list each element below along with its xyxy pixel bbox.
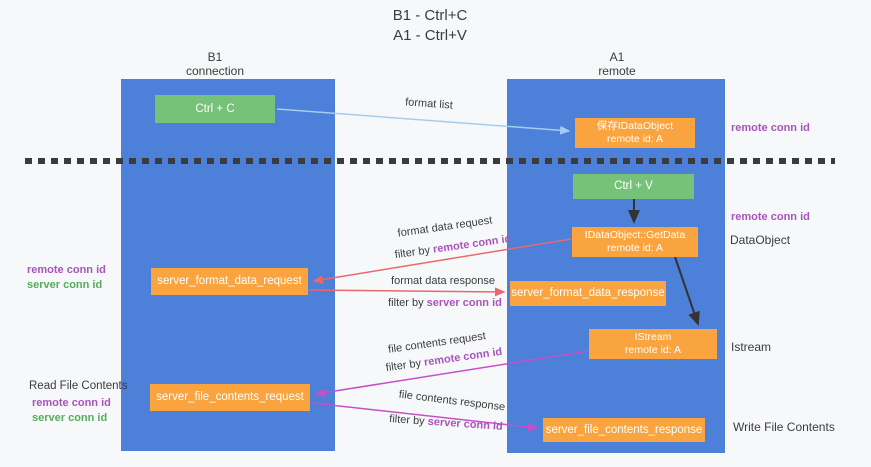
- arrow-format-data-response: [308, 287, 506, 297]
- node-server-format-data-response: server_format_data_response: [510, 281, 666, 306]
- node-istream-line1: IStream: [634, 331, 672, 343]
- label-remote-conn-id-left-bottom: remote conn id: [32, 397, 111, 409]
- node-ctrl-v-label: Ctrl + V: [614, 180, 653, 192]
- diagram-title: B1 - Ctrl+C A1 - Ctrl+V: [310, 6, 550, 46]
- edge-label-format-data-response-filter: filter by server conn id: [388, 297, 502, 309]
- node-save-idataobject-line1: 保存IDataObject: [596, 120, 674, 132]
- node-idataobject-getdata-line1: IDataObject::GetData: [584, 229, 686, 241]
- edge-label-format-list: format list: [404, 96, 454, 112]
- lane-header-b1: B1 connection: [155, 50, 275, 78]
- diagram-title-line2: A1 - Ctrl+V: [393, 27, 467, 44]
- node-server-format-data-response-label: server_format_data_response: [511, 287, 665, 299]
- edge-label-format-data-response: format data response: [391, 275, 495, 287]
- node-server-format-data-request: server_format_data_request: [151, 268, 308, 295]
- lane-header-a1: A1 remote: [557, 50, 677, 78]
- node-ctrl-v: Ctrl + V: [573, 174, 694, 199]
- label-istream: Istream: [731, 340, 772, 354]
- node-server-file-contents-response-label: server_file_contents_response: [545, 423, 703, 436]
- label-server-conn-id-left-top: server conn id: [27, 279, 103, 291]
- label-remote-conn-id-top-right: remote conn id: [731, 122, 810, 134]
- label-remote-conn-id-left-top: remote conn id: [27, 264, 106, 276]
- lane-b1-subtitle: connection: [185, 64, 245, 78]
- label-conn-ids-left-top: remote conn id server conn id: [27, 263, 106, 293]
- lane-a1-title: A1: [609, 50, 625, 64]
- node-server-file-contents-response: server_file_contents_response: [543, 418, 705, 442]
- filter-key-remote-conn-id: remote conn id: [432, 232, 512, 256]
- label-dataobject: DataObject: [730, 233, 791, 247]
- filter-key-server-conn-id-2: server conn id: [427, 415, 504, 433]
- label-server-conn-id-left-bottom: server conn id: [32, 412, 108, 424]
- node-ctrl-c-label: Ctrl + C: [195, 102, 235, 115]
- node-istream-line2: remote id: A: [624, 344, 682, 356]
- node-save-idataobject: 保存IDataObject remote id: A: [575, 118, 695, 148]
- lane-b1-title: B1: [207, 50, 223, 64]
- copy-paste-boundary-dashed-line: [25, 158, 835, 164]
- node-ctrl-c: Ctrl + C: [155, 95, 275, 123]
- filter-key-server-conn-id: server conn id: [426, 297, 502, 309]
- node-server-file-contents-request: server_file_contents_request: [150, 384, 310, 411]
- node-idataobject-getdata: IDataObject::GetData remote id: A: [572, 227, 698, 257]
- node-server-format-data-request-label: server_format_data_request: [157, 275, 302, 287]
- label-read-file-contents: Read File Contents: [29, 380, 128, 392]
- node-istream: IStream remote id: A: [589, 329, 717, 359]
- label-conn-ids-left-bottom: remote conn id server conn id: [32, 396, 111, 426]
- node-idataobject-getdata-line2: remote id: A: [606, 242, 664, 254]
- label-write-file-contents: Write File Contents: [733, 420, 835, 434]
- lane-a1-subtitle: remote: [598, 64, 636, 78]
- diagram-title-line1: B1 - Ctrl+C: [392, 7, 468, 24]
- node-server-file-contents-request-label: server_file_contents_request: [156, 391, 304, 403]
- label-remote-conn-id-mid-right: remote conn id: [731, 211, 810, 223]
- node-save-idataobject-line2: remote id: A: [606, 133, 664, 145]
